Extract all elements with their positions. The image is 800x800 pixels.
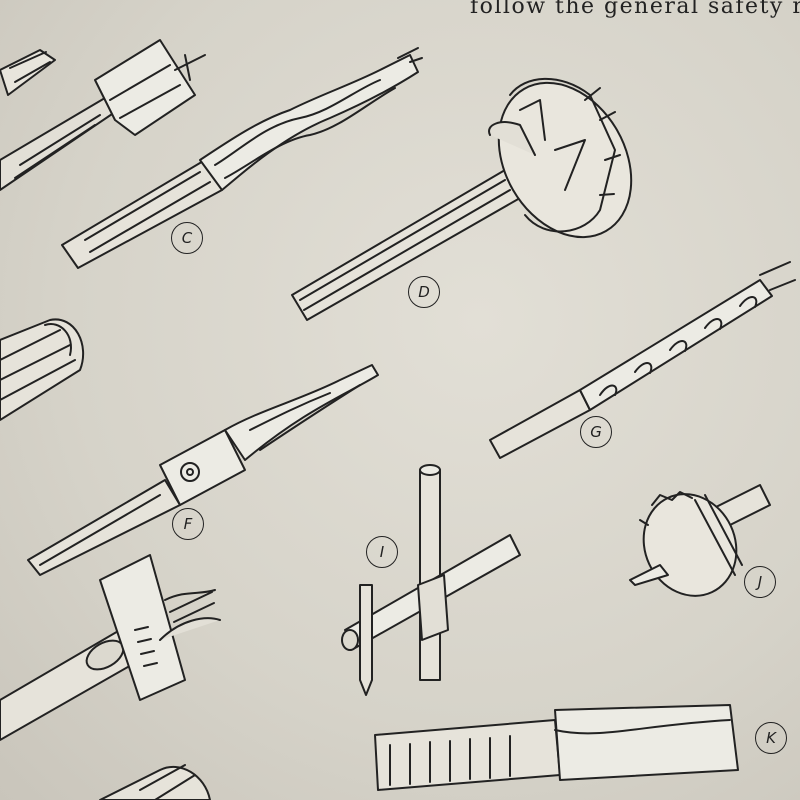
- twist-bit-c: [61, 47, 423, 269]
- label-g: G: [580, 416, 612, 448]
- label-d: D: [408, 276, 440, 308]
- spade-bit: [0, 39, 206, 191]
- partial-bit-left: [0, 318, 85, 421]
- label-k: K: [755, 722, 787, 754]
- label-j: J: [744, 566, 776, 598]
- partial-bit-bottom: [99, 764, 211, 800]
- label-c: C: [171, 222, 203, 254]
- hole-saw-d: [291, 77, 633, 321]
- auger-bit-g: [489, 261, 796, 459]
- label-f: F: [172, 508, 204, 540]
- plug-cutter-k: [374, 704, 739, 791]
- hole-saw-j: [629, 484, 771, 597]
- circle-cutter-i: [341, 464, 521, 696]
- header-text: follow the general safety rules applica: [470, 0, 800, 19]
- expansive-bit-h: [0, 554, 221, 741]
- countersink-bit-f: [27, 364, 379, 576]
- partial-bit-top-left: [0, 49, 56, 96]
- label-i: I: [366, 536, 398, 568]
